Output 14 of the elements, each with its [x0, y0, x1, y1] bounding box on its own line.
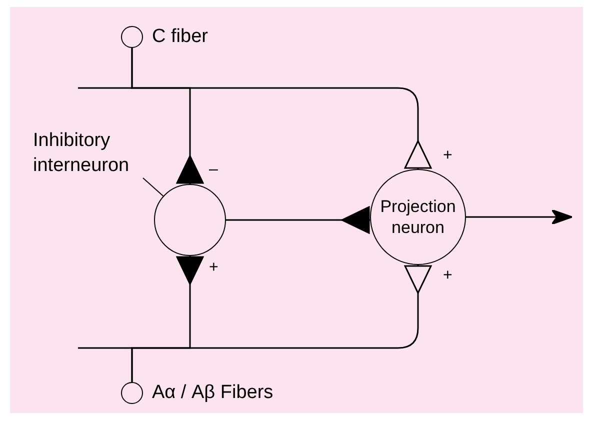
fiber-label: C fiber: [152, 26, 208, 48]
neuron-label: Inhibitory interneuron: [33, 128, 143, 178]
output-arrow: [466, 209, 573, 225]
leader-line: [142, 178, 164, 196]
edge-label: +: [443, 148, 452, 164]
fiber-label: Aα / Aβ Fibers: [152, 382, 274, 404]
edge-label: +: [209, 260, 218, 276]
synapse-connector: [131, 48, 432, 169]
neuron-circle: [154, 184, 226, 256]
edge-label: –: [209, 162, 218, 178]
synapse-connector: [226, 206, 370, 234]
synapse-connector: [131, 265, 432, 382]
neuron-circle: Projection neuron: [370, 169, 466, 265]
edge-label: +: [443, 268, 452, 284]
